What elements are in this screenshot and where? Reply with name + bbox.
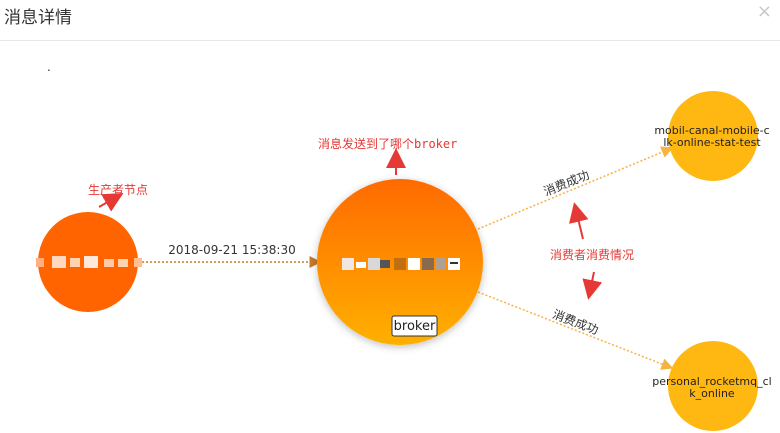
- dialog-header: 消息详情 ×: [0, 0, 780, 41]
- consumer-node-2[interactable]: personal_rocketmq_cl k_online: [652, 341, 772, 431]
- close-icon[interactable]: ×: [756, 1, 772, 22]
- annotation-producer: 生产者节点: [88, 183, 148, 197]
- annotation-producer-arrow: [98, 193, 124, 212]
- edge-broker-consumer-1: [477, 146, 674, 230]
- annotation-consumers-arrow-up: [569, 202, 589, 240]
- producer-node[interactable]: [36, 212, 142, 312]
- annotation-consumers: 消费者消费情况: [550, 248, 634, 262]
- edge-consume-status-2: 消费成功: [551, 307, 601, 337]
- stray-dot: .: [47, 60, 51, 74]
- edge-consume-status-1: 消费成功: [542, 168, 592, 199]
- annotation-broker: 消息发送到了哪个broker: [318, 136, 457, 151]
- message-trace-graph: 2018-09-21 15:38:30 消费成功 消费成功: [36, 91, 772, 431]
- broker-node[interactable]: broker: [317, 179, 483, 345]
- edge-send-time: 2018-09-21 15:38:30: [168, 243, 295, 257]
- consumer-1-label-line1: mobil-canal-mobile-c: [654, 124, 769, 137]
- consumer-node-1[interactable]: mobil-canal-mobile-c lk-online-stat-test: [654, 91, 770, 181]
- broker-address-redacted: [342, 258, 460, 270]
- consumer-2-label-line1: personal_rocketmq_cl: [652, 375, 771, 388]
- broker-tag: [391, 315, 438, 337]
- producer-address-redacted: [36, 256, 142, 268]
- consumer-2-label-line2: k_online: [689, 387, 735, 400]
- dialog-title: 消息详情: [4, 8, 72, 28]
- annotation-consumers-arrow-down: [582, 271, 603, 300]
- edge-broker-consumer-2: [477, 291, 674, 370]
- broker-tag-label: broker: [394, 319, 436, 334]
- consumer-1-label-line2: lk-online-stat-test: [663, 136, 761, 149]
